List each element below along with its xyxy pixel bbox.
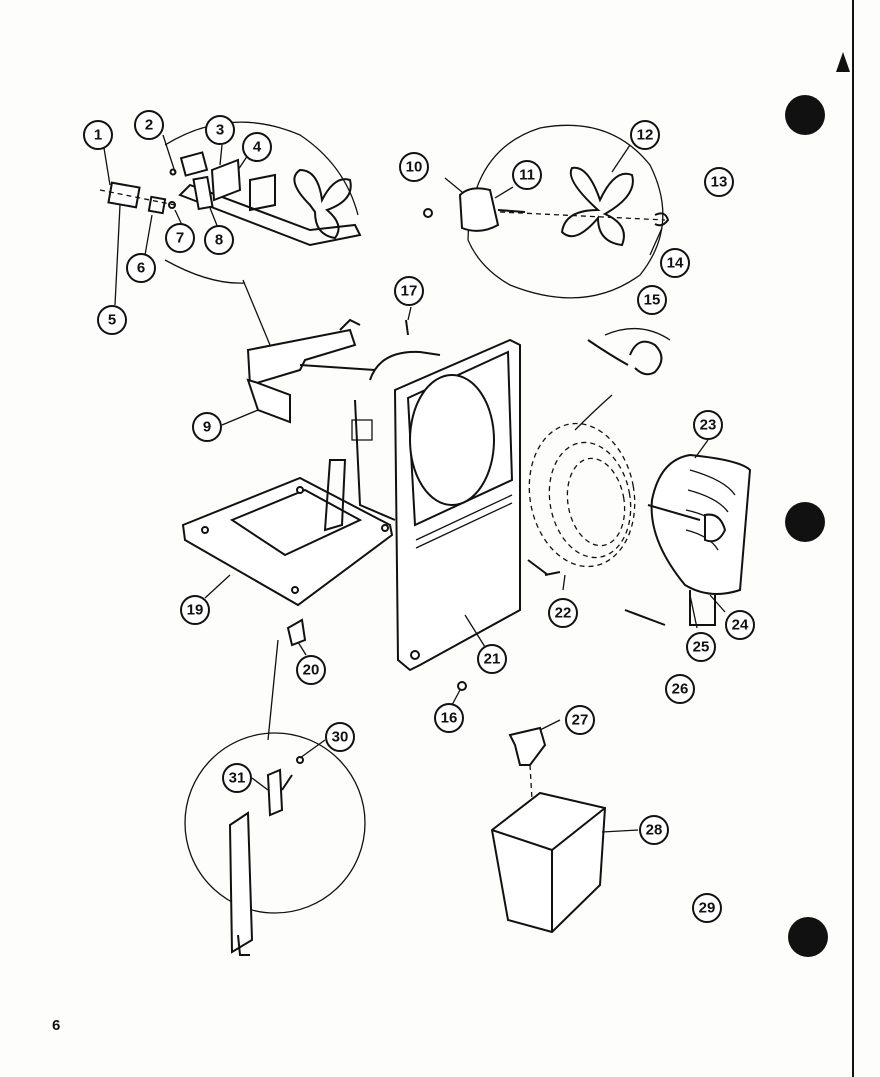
- svg-text:17: 17: [401, 283, 418, 300]
- callout-19: 19: [180, 595, 210, 625]
- callout-27: 27: [565, 705, 595, 735]
- svg-text:29: 29: [699, 900, 716, 917]
- callout-8: 8: [204, 225, 234, 255]
- binder-hole: [788, 917, 828, 957]
- callout-14: 14: [660, 248, 690, 278]
- callout-25: 25: [686, 632, 716, 662]
- callout-13: 13: [704, 167, 734, 197]
- callout-23: 23: [693, 410, 723, 440]
- callout-28: 28: [639, 815, 669, 845]
- svg-text:25: 25: [693, 639, 710, 656]
- svg-text:12: 12: [637, 127, 654, 144]
- svg-text:4: 4: [253, 139, 262, 156]
- callout-22: 22: [548, 598, 578, 628]
- svg-text:27: 27: [572, 712, 589, 729]
- callout-12: 12: [630, 120, 660, 150]
- heater-shield: [624, 453, 752, 626]
- svg-text:5: 5: [108, 312, 116, 329]
- svg-text:16: 16: [441, 710, 458, 727]
- svg-text:19: 19: [187, 602, 204, 619]
- callout-20: 20: [296, 655, 326, 685]
- corner-mark: [836, 52, 850, 72]
- clip-part: [286, 618, 307, 647]
- bracket-assembly: [242, 279, 376, 424]
- callout-9: 9: [192, 412, 222, 442]
- detail-circle-fan-bracket: [99, 121, 362, 284]
- callout-21: 21: [477, 644, 507, 674]
- svg-text:13: 13: [711, 174, 728, 191]
- callout-29: 29: [692, 893, 722, 923]
- detail-circle-motor-fan: [423, 124, 670, 299]
- detail-circle-thermostat: [184, 639, 366, 956]
- svg-text:31: 31: [229, 770, 246, 787]
- heater-coil: [527, 422, 636, 576]
- svg-text:1: 1: [94, 127, 102, 144]
- callout-30: 30: [325, 722, 355, 752]
- callout-5: 5: [97, 305, 127, 335]
- svg-text:6: 6: [137, 260, 145, 277]
- page-number: 6: [52, 1017, 61, 1034]
- base-tray: [181, 459, 394, 607]
- callout-16: 16: [434, 703, 464, 733]
- sensor-clip: [629, 340, 663, 376]
- binder-hole: [785, 502, 825, 542]
- svg-text:28: 28: [646, 822, 663, 839]
- callout-24: 24: [725, 610, 755, 640]
- svg-text:24: 24: [732, 617, 749, 634]
- callout-1: 1: [83, 120, 113, 150]
- callout-26: 26: [665, 674, 695, 704]
- callout-7: 7: [165, 223, 195, 253]
- sensor-tube: [587, 339, 629, 366]
- callout-6: 6: [126, 253, 156, 283]
- svg-text:3: 3: [216, 122, 224, 139]
- svg-text:30: 30: [332, 729, 349, 746]
- callout-15: 15: [637, 285, 667, 315]
- svg-text:9: 9: [203, 419, 211, 436]
- svg-text:23: 23: [700, 417, 717, 434]
- callout-4: 4: [242, 132, 272, 162]
- leader-lines: [103, 134, 726, 833]
- svg-text:21: 21: [484, 651, 501, 668]
- svg-text:10: 10: [406, 159, 423, 176]
- leader-line: [574, 394, 613, 431]
- screw: [457, 681, 467, 691]
- callout-17: 17: [394, 276, 424, 306]
- detail-arc: [604, 327, 671, 341]
- svg-text:2: 2: [145, 117, 153, 134]
- drip-bucket: [490, 726, 607, 934]
- callout-31: 31: [222, 763, 252, 793]
- binder-hole: [785, 95, 825, 135]
- svg-text:7: 7: [176, 230, 184, 247]
- svg-text:26: 26: [672, 681, 689, 698]
- front-panel-shroud: [351, 338, 521, 672]
- screw-17: [405, 319, 409, 336]
- svg-text:20: 20: [303, 662, 320, 679]
- svg-text:8: 8: [215, 232, 223, 249]
- callout-2: 2: [134, 110, 164, 140]
- svg-text:22: 22: [555, 605, 572, 622]
- callout-11: 11: [512, 160, 542, 190]
- svg-text:11: 11: [519, 167, 535, 184]
- svg-text:14: 14: [667, 255, 684, 272]
- callout-10: 10: [399, 152, 429, 182]
- callout-3: 3: [205, 115, 235, 145]
- svg-text:15: 15: [644, 292, 661, 309]
